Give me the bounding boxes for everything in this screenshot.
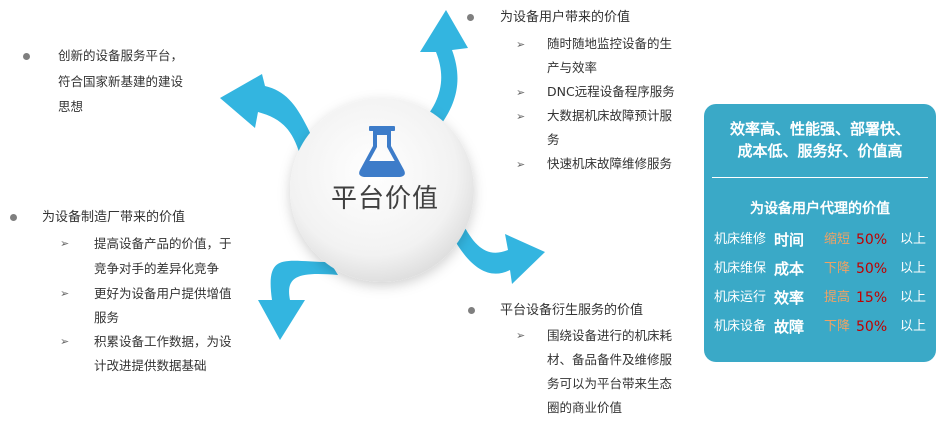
right-top-item-2: DNC远程设备程序服务 [547, 84, 675, 99]
row-keyword: 时间 [774, 231, 805, 249]
arrow-lower-left [258, 260, 338, 340]
panel-summary-line-2: 成本低、服务好、价值高 [737, 142, 903, 160]
arrow-bullet-icon: ➢ [516, 158, 526, 171]
center-title: 平台价值 [330, 184, 439, 214]
arrow-bullet-icon: ➢ [60, 335, 70, 348]
row-percent: 15% [856, 290, 888, 306]
left-bottom-item-2b: 服务 [94, 310, 120, 325]
panel-row: 机床维修 时间 缩短 50% 以上 [714, 227, 934, 253]
right-top-item-3b: 务 [547, 132, 560, 147]
center-circle [290, 98, 474, 282]
right-bottom-item-1d: 圈的商业价值 [547, 400, 623, 415]
panel-row: 机床维保 成本 下降 50% 以上 [714, 256, 934, 282]
panel-subtitle: 为设备用户代理的价值 [750, 201, 890, 217]
arrow-bullet-icon: ➢ [516, 86, 526, 99]
right-top-item-3a: 大数据机床故障预计服 [547, 108, 673, 123]
arrow-bullet-icon: ➢ [516, 38, 526, 51]
right-bottom-item-1a: 围绕设备进行的机床耗 [547, 328, 673, 343]
row-prefix: 机床维修 [714, 232, 767, 247]
left-bottom-item-2a: 更好为设备用户提供增值 [94, 286, 232, 301]
right-top-item-1a: 随时随地监控设备的生 [547, 36, 673, 51]
bullet-dot [23, 53, 30, 60]
row-percent: 50% [856, 232, 888, 248]
left-top-line-2: 符合国家新基建的建设 [58, 74, 184, 89]
row-percent: 50% [856, 261, 888, 277]
row-prefix: 机床维保 [714, 261, 767, 276]
row-prefix: 机床设备 [714, 319, 767, 334]
row-verb: 缩短 [824, 232, 851, 247]
right-bottom-item-1c: 务可以为平台带来生态 [547, 376, 673, 391]
right-bottom-heading: 平台设备衍生服务的价值 [500, 303, 644, 318]
left-top-line-3: 思想 [58, 99, 84, 114]
row-verb: 下降 [824, 319, 851, 334]
arrow-bullet-icon: ➢ [60, 287, 70, 300]
row-suffix: 以上 [900, 261, 927, 276]
arrow-bullet-icon: ➢ [516, 329, 526, 342]
left-bottom-heading: 为设备制造厂带来的价值 [42, 210, 186, 225]
row-suffix: 以上 [900, 232, 927, 247]
value-panel: 效率高、性能强、部署快、 成本低、服务好、价值高 为设备用户代理的价值 机床维修… [704, 104, 936, 362]
left-top-line-1: 创新的设备服务平台， [58, 48, 184, 63]
panel-row: 机床设备 故障 下降 50% 以上 [714, 314, 934, 340]
row-verb: 提高 [824, 290, 851, 305]
right-bottom-item-1b: 材、备品备件及维修服 [547, 352, 673, 367]
panel-summary-line-1: 效率高、性能强、部署快、 [729, 120, 910, 138]
row-prefix: 机床运行 [714, 290, 767, 305]
arrow-bullet-icon: ➢ [516, 110, 526, 123]
left-bottom-item-3a: 积累设备工作数据，为设 [94, 334, 232, 349]
row-suffix: 以上 [900, 290, 927, 305]
panel-divider [712, 177, 928, 178]
left-bottom-item-1a: 提高设备产品的价值，于 [94, 236, 232, 251]
bullet-dot [10, 214, 17, 221]
right-top-item-4: 快速机床故障维修服务 [547, 156, 673, 171]
flask-icon [359, 126, 405, 177]
row-keyword: 成本 [774, 260, 805, 278]
row-keyword: 故障 [774, 318, 805, 336]
right-top-item-1b: 产与效率 [547, 60, 598, 75]
arrow-lower-right [450, 222, 545, 284]
row-keyword: 效率 [774, 289, 805, 307]
left-bottom-item-3b: 计改进提供数据基础 [94, 358, 207, 373]
row-percent: 50% [856, 319, 888, 335]
bullet-dot [468, 307, 475, 314]
arrow-upper-right [405, 10, 468, 148]
bullet-dot [467, 14, 474, 21]
right-top-heading: 为设备用户带来的价值 [500, 10, 631, 25]
row-verb: 下降 [824, 261, 851, 276]
row-suffix: 以上 [900, 319, 927, 334]
left-bottom-item-1b: 竞争对手的差异化竞争 [94, 261, 220, 276]
panel-row: 机床运行 效率 提高 15% 以上 [714, 285, 934, 311]
arrow-upper-left [220, 74, 318, 155]
arrow-bullet-icon: ➢ [60, 237, 70, 250]
panel-summary: 效率高、性能强、部署快、 成本低、服务好、价值高 [704, 118, 936, 162]
